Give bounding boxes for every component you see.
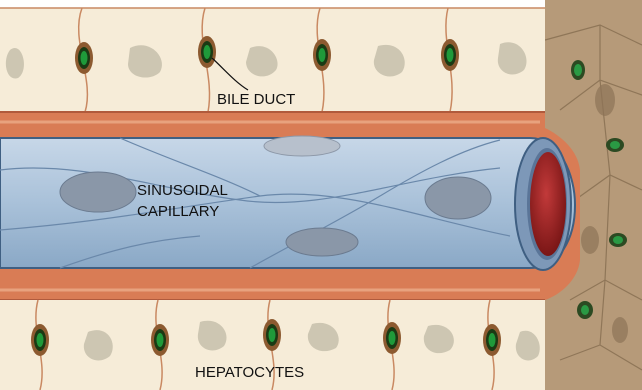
red-blood-cell — [530, 152, 566, 256]
sinusoidal-capillary-label-line2: CAPILLARY — [137, 203, 219, 220]
hepatocytes-label: HEPATOCYTES — [195, 364, 304, 381]
sinusoidal-capillary-label-line1: SINUSOIDAL — [137, 182, 228, 199]
sinusoidal-capillary — [0, 136, 575, 270]
bile-duct-label: BILE DUCT — [217, 91, 295, 108]
